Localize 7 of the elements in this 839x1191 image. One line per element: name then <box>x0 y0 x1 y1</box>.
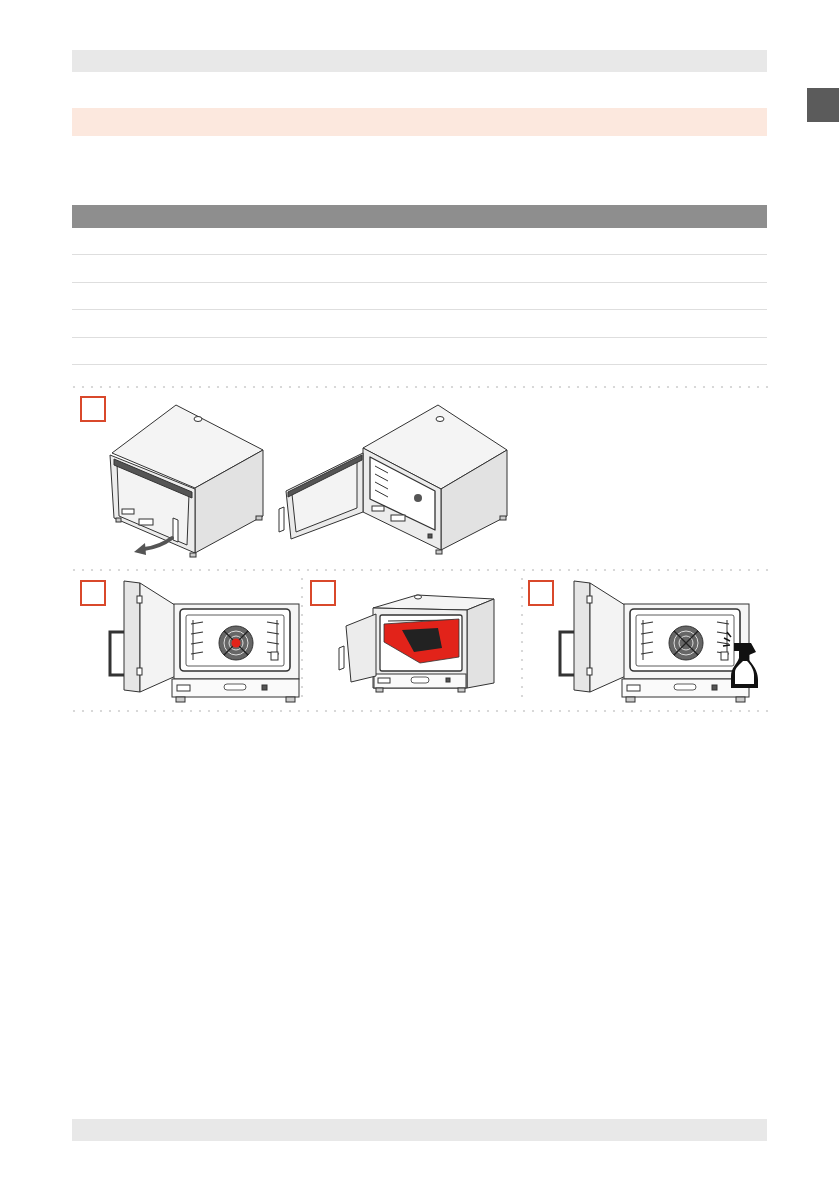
table-header-bar <box>72 205 767 228</box>
step-box <box>80 580 106 606</box>
step-box <box>80 396 106 422</box>
step-box <box>528 580 554 606</box>
step-box <box>310 580 336 606</box>
page-tab <box>807 88 839 122</box>
section-banner <box>72 108 767 136</box>
